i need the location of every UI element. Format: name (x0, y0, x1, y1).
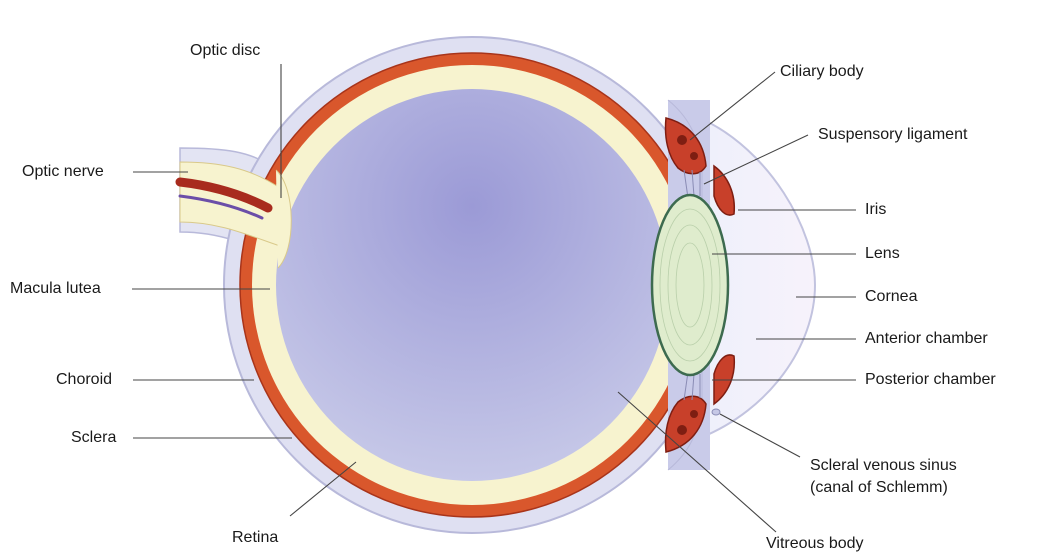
label-optic-nerve: Optic nerve (22, 162, 104, 182)
label-iris: Iris (865, 200, 886, 220)
label-sclera: Sclera (71, 428, 116, 448)
scleral-venous-sinus (712, 409, 720, 415)
label-suspensory-ligament: Suspensory ligament (818, 125, 967, 145)
label-vitreous-body: Vitreous body (766, 534, 864, 554)
lens (652, 195, 728, 375)
label-scleral-venous-sinus-line1: Scleral venous sinus (810, 456, 957, 476)
label-macula-lutea: Macula lutea (10, 279, 101, 299)
vitreous-body (276, 89, 668, 481)
label-ciliary-body: Ciliary body (780, 62, 864, 82)
label-lens: Lens (865, 244, 900, 264)
label-retina: Retina (232, 528, 278, 548)
label-optic-disc: Optic disc (190, 41, 260, 61)
label-scleral-venous-sinus-line2: (canal of Schlemm) (810, 478, 948, 498)
label-cornea: Cornea (865, 287, 917, 307)
label-posterior-chamber: Posterior chamber (865, 370, 996, 390)
label-anterior-chamber: Anterior chamber (865, 329, 988, 349)
label-choroid: Choroid (56, 370, 112, 390)
leader-scleral-venous-sinus (720, 414, 800, 457)
